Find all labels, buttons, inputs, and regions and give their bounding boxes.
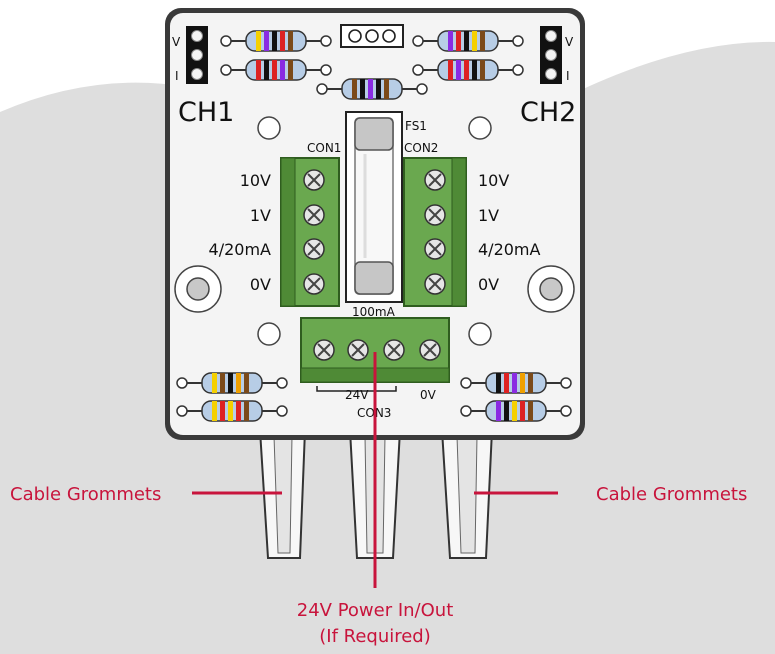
cable-grommet-right <box>440 429 494 559</box>
terminal-label: 10V <box>240 171 271 190</box>
pin-label-v-ch1: V <box>172 35 181 49</box>
terminal-screws-con1 <box>303 169 325 295</box>
terminal-screw <box>424 169 446 191</box>
terminal-label: 1V <box>478 206 499 225</box>
terminal-screws-con2 <box>424 169 446 295</box>
mounting-hole <box>468 116 492 140</box>
terminal-screw <box>303 169 325 191</box>
terminal-screw <box>303 238 325 260</box>
connector-label-con1: CON1 <box>307 141 341 155</box>
terminal-labels-con1: 10V 1V 4/20mA 0V <box>209 171 272 294</box>
terminal-label: 4/20mA <box>478 240 541 259</box>
annotation-power-line1: 24V Power In/Out <box>297 600 454 621</box>
terminal-screw <box>303 273 325 295</box>
connector-label-con2: CON2 <box>404 141 438 155</box>
resistor <box>460 372 572 394</box>
channel-label-ch2: CH2 <box>520 97 576 128</box>
annotation-cable-grommets-right: Cable Grommets <box>596 484 747 505</box>
pin-label-i-ch2: I <box>566 69 570 83</box>
fuse-rating-label: 100mA <box>352 305 396 319</box>
pin-label-i-ch1: I <box>175 69 179 83</box>
terminal-screw <box>424 273 446 295</box>
annotation-cable-grommets-left: Cable Grommets <box>10 484 161 505</box>
pin-label-v-ch2: V <box>565 35 574 49</box>
resistor <box>176 400 288 422</box>
cable-grommet-left <box>258 429 307 559</box>
resistor <box>412 30 524 52</box>
terminal-label: 0V <box>478 275 499 294</box>
terminal-screw <box>303 204 325 226</box>
resistor <box>220 30 332 52</box>
terminal-screw <box>424 238 446 260</box>
annotation-power-line2: (If Required) <box>319 626 431 647</box>
terminal-screws-con3 <box>313 339 441 361</box>
resistor <box>460 400 572 422</box>
fuse-fs1 <box>345 111 403 303</box>
header-pins-ch2 <box>540 26 562 84</box>
mounting-screw-right <box>527 265 575 313</box>
terminal-label: 0V <box>250 275 271 294</box>
terminal-label: 4/20mA <box>209 240 272 259</box>
terminal-label: 1V <box>250 206 271 225</box>
resistor <box>220 59 332 81</box>
terminal-screw <box>383 339 405 361</box>
resistor <box>412 59 524 81</box>
mounting-hole <box>468 322 492 346</box>
terminal-label: 10V <box>478 171 509 190</box>
resistor-group <box>176 30 572 422</box>
terminal-screw <box>347 339 369 361</box>
jumper-connector <box>340 24 404 48</box>
terminal-screw <box>424 204 446 226</box>
con3-label-24v: 24V <box>345 388 369 402</box>
mounting-screw-left <box>174 265 222 313</box>
channel-label-ch1: CH1 <box>178 97 234 128</box>
terminal-labels-con2: 10V 1V 4/20mA 0V <box>478 171 541 294</box>
resistor <box>316 78 428 100</box>
terminal-screw <box>313 339 335 361</box>
resistor <box>176 372 288 394</box>
fuse-ref-label: FS1 <box>405 119 427 133</box>
bracket-24v <box>316 386 397 392</box>
mounting-hole <box>257 322 281 346</box>
terminal-screw <box>419 339 441 361</box>
con3-label-0v: 0V <box>420 388 437 402</box>
header-pins-ch1 <box>186 26 208 84</box>
mounting-hole <box>257 116 281 140</box>
